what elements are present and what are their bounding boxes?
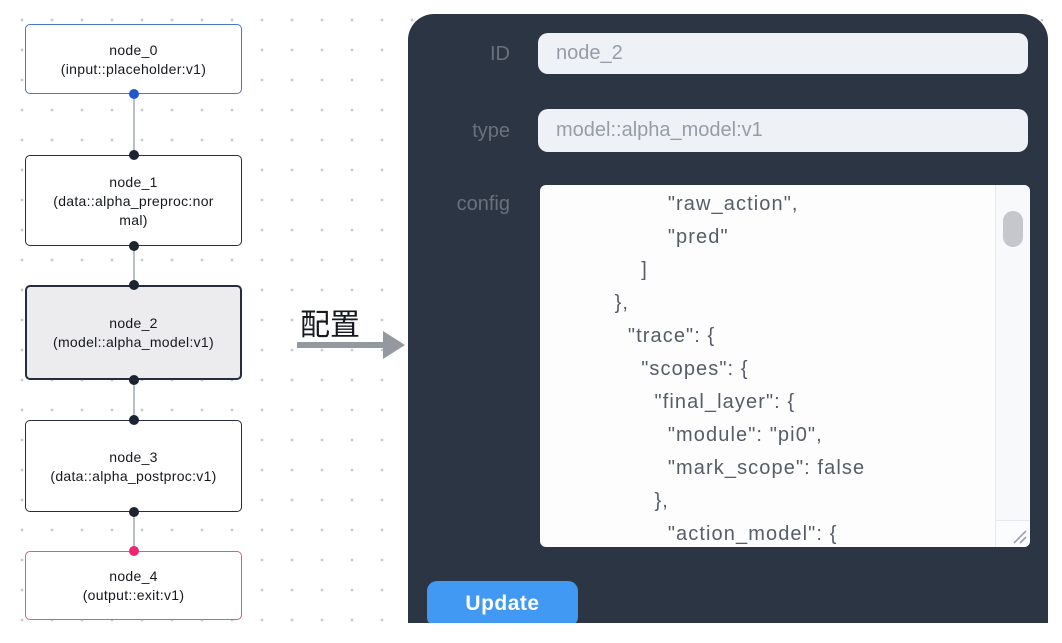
resize-grip-icon xyxy=(1013,530,1027,544)
graph-canvas: node_0 (input::placeholder:v1) node_1 (d… xyxy=(0,0,280,643)
node-type: (input::placeholder:v1) xyxy=(60,60,207,77)
port-dot[interactable] xyxy=(128,241,139,251)
node-type: (data::alpha_preproc:normal) xyxy=(53,192,214,228)
vertical-scrollbar-thumb[interactable] xyxy=(1003,211,1023,247)
configure-label: 配置 xyxy=(300,309,360,342)
node-3[interactable]: node_3 (data::alpha_postproc:v1) xyxy=(25,420,242,512)
config-field-label: config xyxy=(456,193,510,215)
node-name: node_0 xyxy=(109,41,158,58)
resize-handle[interactable] xyxy=(995,520,1030,547)
node-0[interactable]: node_0 (input::placeholder:v1) xyxy=(25,24,242,94)
node-type: (output::exit:v1) xyxy=(82,587,185,603)
config-editor[interactable]: "raw_action", "pred" ] }, "trace": { "sc… xyxy=(540,185,1030,547)
node-2-selected[interactable]: node_2 (model::alpha_model:v1) xyxy=(25,285,242,380)
port-dot[interactable] xyxy=(128,150,139,160)
port-dot[interactable] xyxy=(128,415,139,425)
node-name: node_4 xyxy=(109,568,158,584)
right-arrow-icon xyxy=(297,342,383,348)
node-name: node_1 xyxy=(109,173,158,190)
type-field-label: type xyxy=(472,120,510,142)
id-input[interactable] xyxy=(538,33,1028,74)
edge-line xyxy=(132,380,135,420)
port-dot[interactable] xyxy=(128,89,139,99)
right-arrow-head-icon xyxy=(383,331,405,359)
type-input[interactable] xyxy=(538,109,1028,152)
update-button[interactable]: Update xyxy=(427,581,578,623)
id-field-label: ID xyxy=(490,43,510,65)
node-type: (data::alpha_postproc:v1) xyxy=(50,467,217,484)
edge-line xyxy=(132,512,135,551)
config-panel: ID type config "raw_action", "pred" ] },… xyxy=(408,14,1048,623)
port-dot[interactable] xyxy=(128,280,139,290)
node-4[interactable]: node_4 (output::exit:v1) xyxy=(25,551,242,620)
edge-line xyxy=(132,94,135,155)
node-1[interactable]: node_1 (data::alpha_preproc:normal) xyxy=(25,155,242,246)
node-name: node_3 xyxy=(109,448,158,465)
node-name: node_2 xyxy=(109,315,158,331)
port-dot[interactable] xyxy=(128,546,139,556)
port-dot[interactable] xyxy=(128,507,139,517)
config-json-text[interactable]: "raw_action", "pred" ] }, "trace": { "sc… xyxy=(614,193,866,545)
node-type: (model::alpha_model:v1) xyxy=(53,334,214,350)
port-dot[interactable] xyxy=(128,375,139,385)
edge-line xyxy=(132,246,135,285)
